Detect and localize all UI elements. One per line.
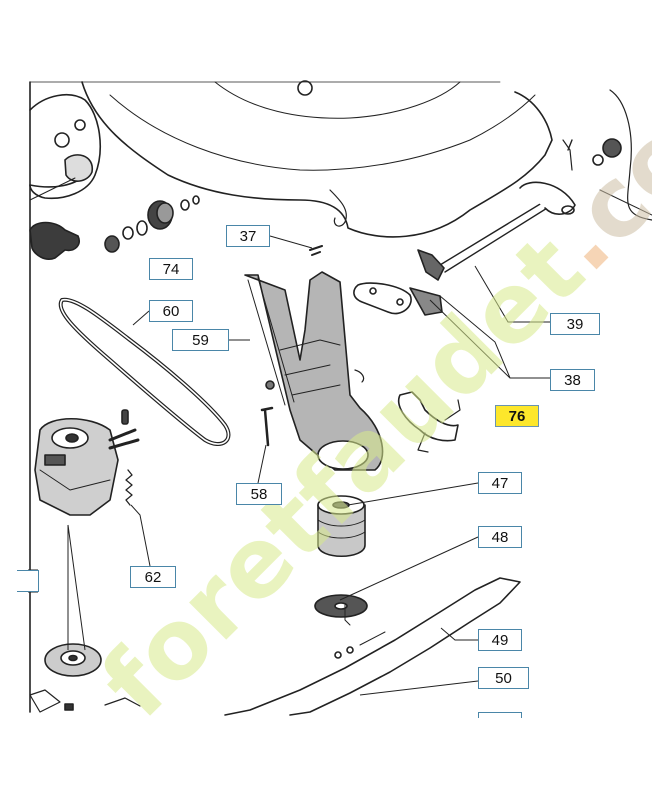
callout-47: 47	[478, 472, 522, 494]
callout-37: 37	[226, 225, 270, 247]
callout-partial-left	[17, 570, 39, 592]
callout-59: 59	[172, 329, 229, 351]
callout-49: 49	[478, 629, 522, 651]
leader-58	[257, 444, 267, 484]
callout-58: 58	[236, 483, 282, 505]
leader-48	[339, 536, 479, 601]
knob	[29, 221, 80, 260]
callout-39: 39	[550, 313, 600, 335]
screw-58	[260, 406, 274, 447]
pulley-74	[104, 195, 200, 253]
callout-74: 74	[149, 258, 193, 280]
deck-housing	[81, 81, 553, 238]
blade-adapter-47	[317, 495, 366, 557]
callout-48: 48	[478, 526, 522, 548]
height-shaft-39	[439, 139, 576, 273]
leader-49	[440, 627, 478, 641]
callout-60: 60	[149, 300, 193, 322]
clip-76	[398, 391, 459, 442]
spring-62	[125, 469, 133, 506]
callout-50: 50	[478, 667, 529, 689]
leader-39	[474, 265, 550, 323]
screw-37	[309, 245, 323, 256]
callout-partial-bottom	[478, 712, 522, 718]
leader-60	[132, 310, 150, 326]
blade-49	[224, 577, 521, 716]
callout-76: 76	[495, 405, 539, 427]
blade-shield-59	[244, 271, 384, 471]
leader-38	[429, 295, 550, 379]
callout-62: 62	[130, 566, 176, 588]
leader-62	[130, 504, 151, 567]
leader-37	[269, 235, 313, 249]
leader-50	[359, 680, 479, 696]
height-bracket-38	[353, 249, 445, 316]
gearbox	[34, 417, 140, 516]
leader-left	[28, 524, 86, 651]
leader-47	[347, 482, 479, 506]
callout-38: 38	[550, 369, 595, 391]
